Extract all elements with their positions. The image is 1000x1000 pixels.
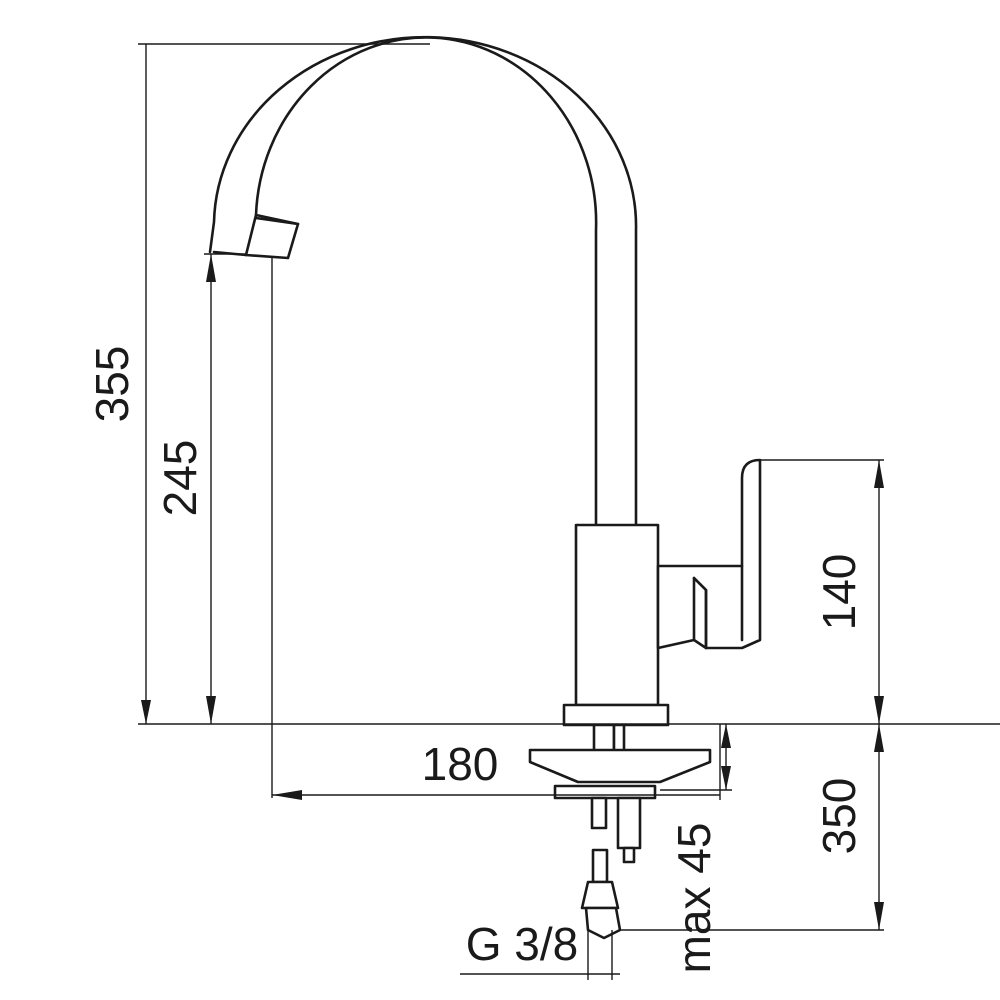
max-thickness-label: max 45 bbox=[668, 823, 720, 974]
hose-length-label: 350 bbox=[813, 778, 865, 855]
spout-height-label: 245 bbox=[154, 440, 206, 517]
handle-height-label: 140 bbox=[813, 554, 865, 631]
max-thickness-arrow-bottom bbox=[721, 766, 731, 790]
supply-hose bbox=[591, 848, 609, 884]
spout-height-arrow-top bbox=[206, 254, 216, 282]
hose-length-arrow-bottom bbox=[874, 902, 884, 930]
reach-label: 180 bbox=[422, 738, 499, 790]
thread-label: G 3/8 bbox=[466, 918, 579, 970]
spout-inner-curve bbox=[208, 35, 638, 527]
lever-handle-detail bbox=[692, 564, 744, 650]
total-height-arrow-bottom bbox=[141, 700, 151, 724]
faucet-column bbox=[574, 523, 660, 707]
reach-arrow-left bbox=[272, 790, 302, 800]
spout-outer-curve bbox=[244, 36, 598, 527]
hose-length-arrow-top bbox=[874, 724, 884, 752]
mounting-plate bbox=[528, 748, 712, 784]
threaded-rod bbox=[616, 796, 642, 850]
total-height-label: 355 bbox=[86, 346, 138, 423]
faucet-base bbox=[562, 703, 670, 727]
handle-height-arrow-bottom bbox=[874, 696, 884, 724]
handle-height-arrow-top bbox=[874, 460, 884, 488]
spout-outlet-edge bbox=[212, 213, 300, 257]
max-thickness-arrow-top bbox=[721, 724, 731, 748]
threaded-rod-end bbox=[622, 846, 636, 864]
dimension-labels: 355 245 140 350 max 45 180 G 3/8 bbox=[86, 346, 865, 974]
faucet-body bbox=[208, 35, 762, 940]
mounting-washer bbox=[553, 784, 657, 800]
hose-nut bbox=[580, 880, 620, 910]
lever-handle bbox=[656, 458, 762, 650]
supply-hose-top bbox=[590, 796, 608, 830]
hose-fitting bbox=[584, 906, 622, 940]
dimension-lines bbox=[138, 43, 1000, 980]
spout-height-arrow-bottom bbox=[206, 696, 216, 724]
